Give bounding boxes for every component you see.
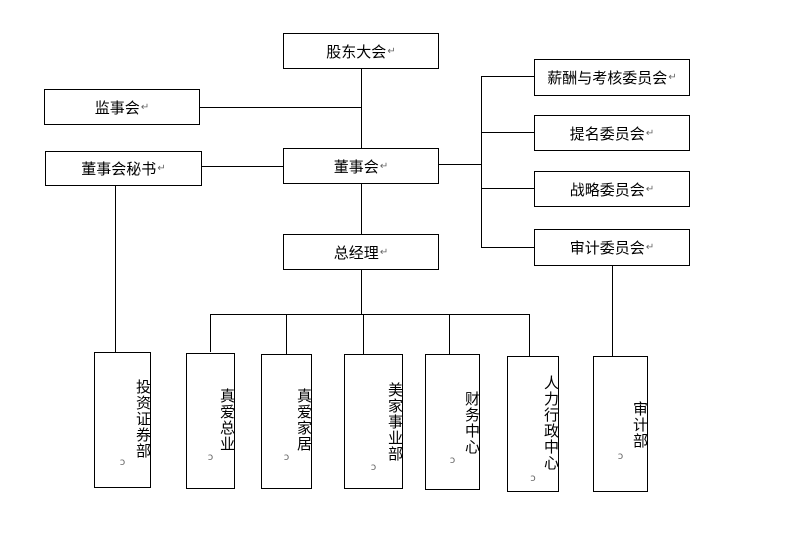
node-audit-committee: 审计委员会↵ [534, 229, 690, 266]
dept-finance: 财务中心 ↄ [425, 354, 481, 490]
node-audit-committee-label: 审计委员会 [569, 239, 645, 257]
node-shareholders-label: 股东大会 [326, 42, 387, 61]
dept-audit: 审计部 ↄ [593, 356, 649, 492]
dept-meijia-label: 美家事业部 [386, 382, 404, 462]
dept-audit-label: 审计部 [631, 401, 649, 449]
dept-zhenai-home-label: 真爱家居 [295, 388, 313, 452]
dept-securities: 投资证券部 ↄ [94, 352, 152, 488]
dept-zhenai-home: 真爱家居 ↄ [261, 354, 313, 489]
node-board-label: 董事会 [333, 157, 379, 176]
dept-securities-label: 投资证券部 [134, 379, 152, 459]
dept-zhenai-total-label: 真爱总业 [218, 388, 236, 452]
node-gm-label: 总经理 [333, 243, 379, 262]
node-nomination-label: 提名委员会 [569, 124, 645, 143]
dept-hr-admin-label: 人力行政中心 [542, 375, 560, 471]
node-strategy-label: 战略委员会 [569, 180, 645, 199]
node-secretary-label: 董事会秘书 [81, 160, 157, 178]
dept-meijia: 美家事业部 ↄ [344, 354, 404, 489]
node-nomination: 提名委员会↵ [534, 115, 690, 151]
node-supervisory: 监事会↵ [44, 89, 200, 125]
node-board: 董事会↵ [283, 148, 439, 184]
node-remuneration-label: 薪酬与考核委员会 [547, 69, 668, 87]
node-secretary: 董事会秘书↵ [45, 151, 202, 186]
dept-finance-label: 财务中心 [463, 391, 481, 455]
node-gm: 总经理↵ [283, 234, 439, 270]
dept-hr-admin: 人力行政中心 ↄ [507, 356, 560, 492]
node-strategy: 战略委员会↵ [534, 171, 690, 207]
node-shareholders: 股东大会↵ [283, 33, 439, 69]
dept-zhenai-total: 真爱总业 ↄ [186, 353, 236, 489]
node-supervisory-label: 监事会 [94, 98, 140, 117]
node-remuneration: 薪酬与考核委员会↵ [534, 59, 690, 96]
